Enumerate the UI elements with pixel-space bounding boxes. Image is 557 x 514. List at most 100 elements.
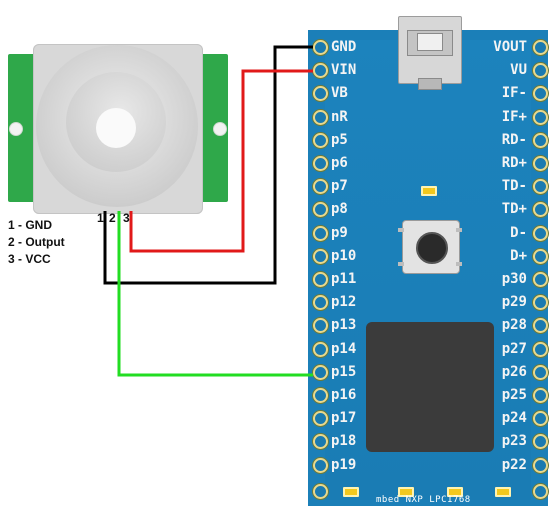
left-pin-label: p9 (331, 225, 348, 241)
left-pin-label: p10 (331, 248, 357, 264)
button-leg (398, 262, 404, 266)
left-pin-label: p7 (331, 178, 348, 194)
right-pin-vout (533, 40, 548, 55)
button-leg (398, 228, 404, 232)
right-pin-label: p23 (501, 433, 527, 449)
usb-port-tongue (417, 33, 443, 51)
right-pin-if (533, 86, 548, 101)
right-pin-p27 (533, 342, 548, 357)
sensor-pin-label-1: 1 (97, 211, 104, 225)
legend-item-gnd: 1 - GND (8, 218, 53, 232)
user-led-4 (495, 487, 511, 497)
gnd-wire (103, 45, 313, 285)
vcc-wire (129, 69, 313, 253)
right-pin-rd (533, 133, 548, 148)
usb-connector-base (418, 78, 442, 90)
left-pin-vb (313, 86, 328, 101)
left-pin-label: p6 (331, 155, 348, 171)
user-led-2 (398, 487, 414, 497)
left-pin-p10 (313, 249, 328, 264)
mounting-hole (213, 122, 227, 136)
right-pin-rd (533, 156, 548, 171)
right-pin-label: p30 (501, 271, 527, 287)
left-pin-label: VIN (331, 62, 357, 78)
left-pin-label: p15 (331, 364, 357, 380)
right-pin-if (533, 110, 548, 125)
board-silkscreen: mbed NXP LPC1768 (376, 495, 471, 505)
right-pin-p30 (533, 272, 548, 287)
legend-item-output: 2 - Output (8, 235, 65, 249)
right-pin-p22 (533, 458, 548, 473)
left-pin-label: p18 (331, 433, 357, 449)
right-pin-label: p26 (501, 364, 527, 380)
left-pin-label: p17 (331, 410, 357, 426)
right-pin-p29 (533, 295, 548, 310)
left-pin-gnd (313, 40, 328, 55)
right-pin-label: p29 (501, 294, 527, 310)
lpc1768-chip (366, 322, 494, 452)
left-pin-label: p11 (331, 271, 357, 287)
right-pin-p26 (533, 365, 548, 380)
left-pin-label: p14 (331, 341, 357, 357)
right-pin-label: p24 (501, 410, 527, 426)
left-pin-p7 (313, 179, 328, 194)
user-led-1 (343, 487, 359, 497)
left-pin-label: GND (331, 39, 357, 55)
left-pin-p5 (313, 133, 328, 148)
reset-button[interactable] (416, 232, 448, 264)
right-pin-label: TD- (501, 178, 527, 194)
button-leg (456, 262, 462, 266)
right-pin-vu (533, 63, 548, 78)
corner-pin-right (533, 484, 548, 499)
sensor-pin-label-2: 2 (109, 211, 116, 225)
mounting-hole (9, 122, 23, 136)
legend-item-vcc: 3 - VCC (8, 252, 51, 266)
left-pin-p12 (313, 295, 328, 310)
left-pin-p17 (313, 411, 328, 426)
left-pin-label: VB (331, 85, 348, 101)
left-pin-p19 (313, 458, 328, 473)
left-pin-nr (313, 110, 328, 125)
right-pin-label: RD+ (501, 155, 527, 171)
output-wire (117, 211, 313, 377)
left-pin-label: p8 (331, 201, 348, 217)
left-pin-p6 (313, 156, 328, 171)
left-pin-p14 (313, 342, 328, 357)
left-pin-label: p19 (331, 457, 357, 473)
corner-pin-left (313, 484, 328, 499)
right-pin-p23 (533, 434, 548, 449)
right-pin-label: p27 (501, 341, 527, 357)
right-pin-label: RD- (501, 132, 527, 148)
right-pin-label: p25 (501, 387, 527, 403)
left-pin-label: p5 (331, 132, 348, 148)
left-pin-p15 (313, 365, 328, 380)
right-pin-label: IF- (501, 85, 527, 101)
pir-lens-highlight (96, 108, 136, 148)
button-leg (456, 228, 462, 232)
left-pin-label: nR (331, 109, 348, 125)
right-pin-label: TD+ (501, 201, 527, 217)
right-pin-p28 (533, 318, 548, 333)
status-led (421, 186, 437, 196)
right-pin-label: D- (510, 225, 527, 241)
left-pin-p8 (313, 202, 328, 217)
right-pin-p25 (533, 388, 548, 403)
right-pin-p24 (533, 411, 548, 426)
sensor-pin-label-3: 3 (123, 211, 130, 225)
right-pin-label: p22 (501, 457, 527, 473)
left-pin-label: p13 (331, 317, 357, 333)
left-pin-label: p12 (331, 294, 357, 310)
right-pin-td (533, 202, 548, 217)
user-led-3 (447, 487, 463, 497)
left-pin-label: p16 (331, 387, 357, 403)
left-pin-p11 (313, 272, 328, 287)
right-pin-label: p28 (501, 317, 527, 333)
left-pin-vin (313, 63, 328, 78)
right-pin-td (533, 179, 548, 194)
left-pin-p18 (313, 434, 328, 449)
left-pin-p9 (313, 226, 328, 241)
right-pin-label: VOUT (493, 39, 527, 55)
right-pin-label: VU (510, 62, 527, 78)
left-pin-p16 (313, 388, 328, 403)
